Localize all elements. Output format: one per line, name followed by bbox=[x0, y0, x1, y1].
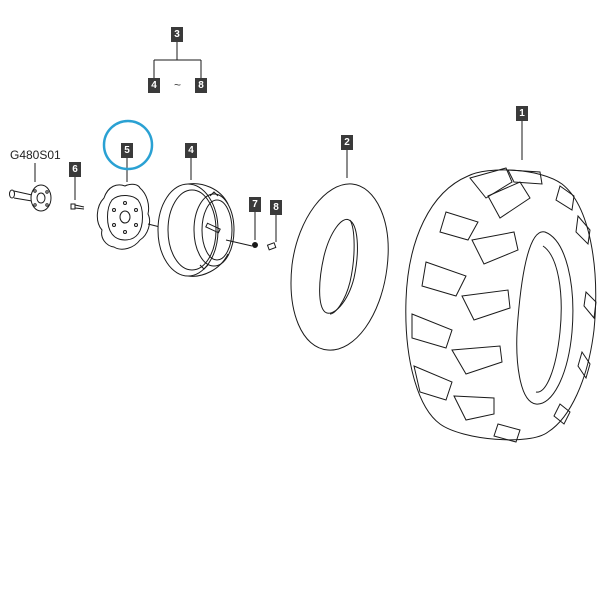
inner-tube bbox=[290, 183, 389, 351]
valve-stem bbox=[266, 242, 277, 251]
wheel-bolt bbox=[70, 203, 85, 210]
range-separator: ~ bbox=[174, 78, 182, 92]
callout-3[interactable]: 3 bbox=[171, 27, 183, 42]
valve-nut bbox=[252, 242, 258, 248]
callout-1-tyre[interactable]: 1 bbox=[516, 106, 528, 121]
callout-8-range-end[interactable]: 8 bbox=[195, 78, 207, 93]
leader-lines bbox=[34, 121, 523, 242]
callout-5-disc[interactable]: 5 bbox=[121, 143, 133, 158]
hub-flange bbox=[9, 184, 52, 212]
tractor-tyre bbox=[405, 167, 597, 443]
highlight-ring bbox=[102, 119, 154, 171]
reference-code: G480S01 bbox=[10, 148, 61, 162]
callout-2-tube[interactable]: 2 bbox=[341, 135, 353, 150]
callout-4-range-start[interactable]: 4 bbox=[148, 78, 160, 93]
callout-bracket bbox=[153, 42, 202, 78]
callout-4-rim[interactable]: 4 bbox=[185, 143, 197, 158]
wheel-rim bbox=[157, 183, 253, 277]
callout-6-bolt[interactable]: 6 bbox=[69, 162, 81, 177]
wheel-disc bbox=[96, 183, 181, 250]
callout-8-valve[interactable]: 8 bbox=[270, 200, 282, 215]
callout-7-nut[interactable]: 7 bbox=[249, 197, 261, 212]
